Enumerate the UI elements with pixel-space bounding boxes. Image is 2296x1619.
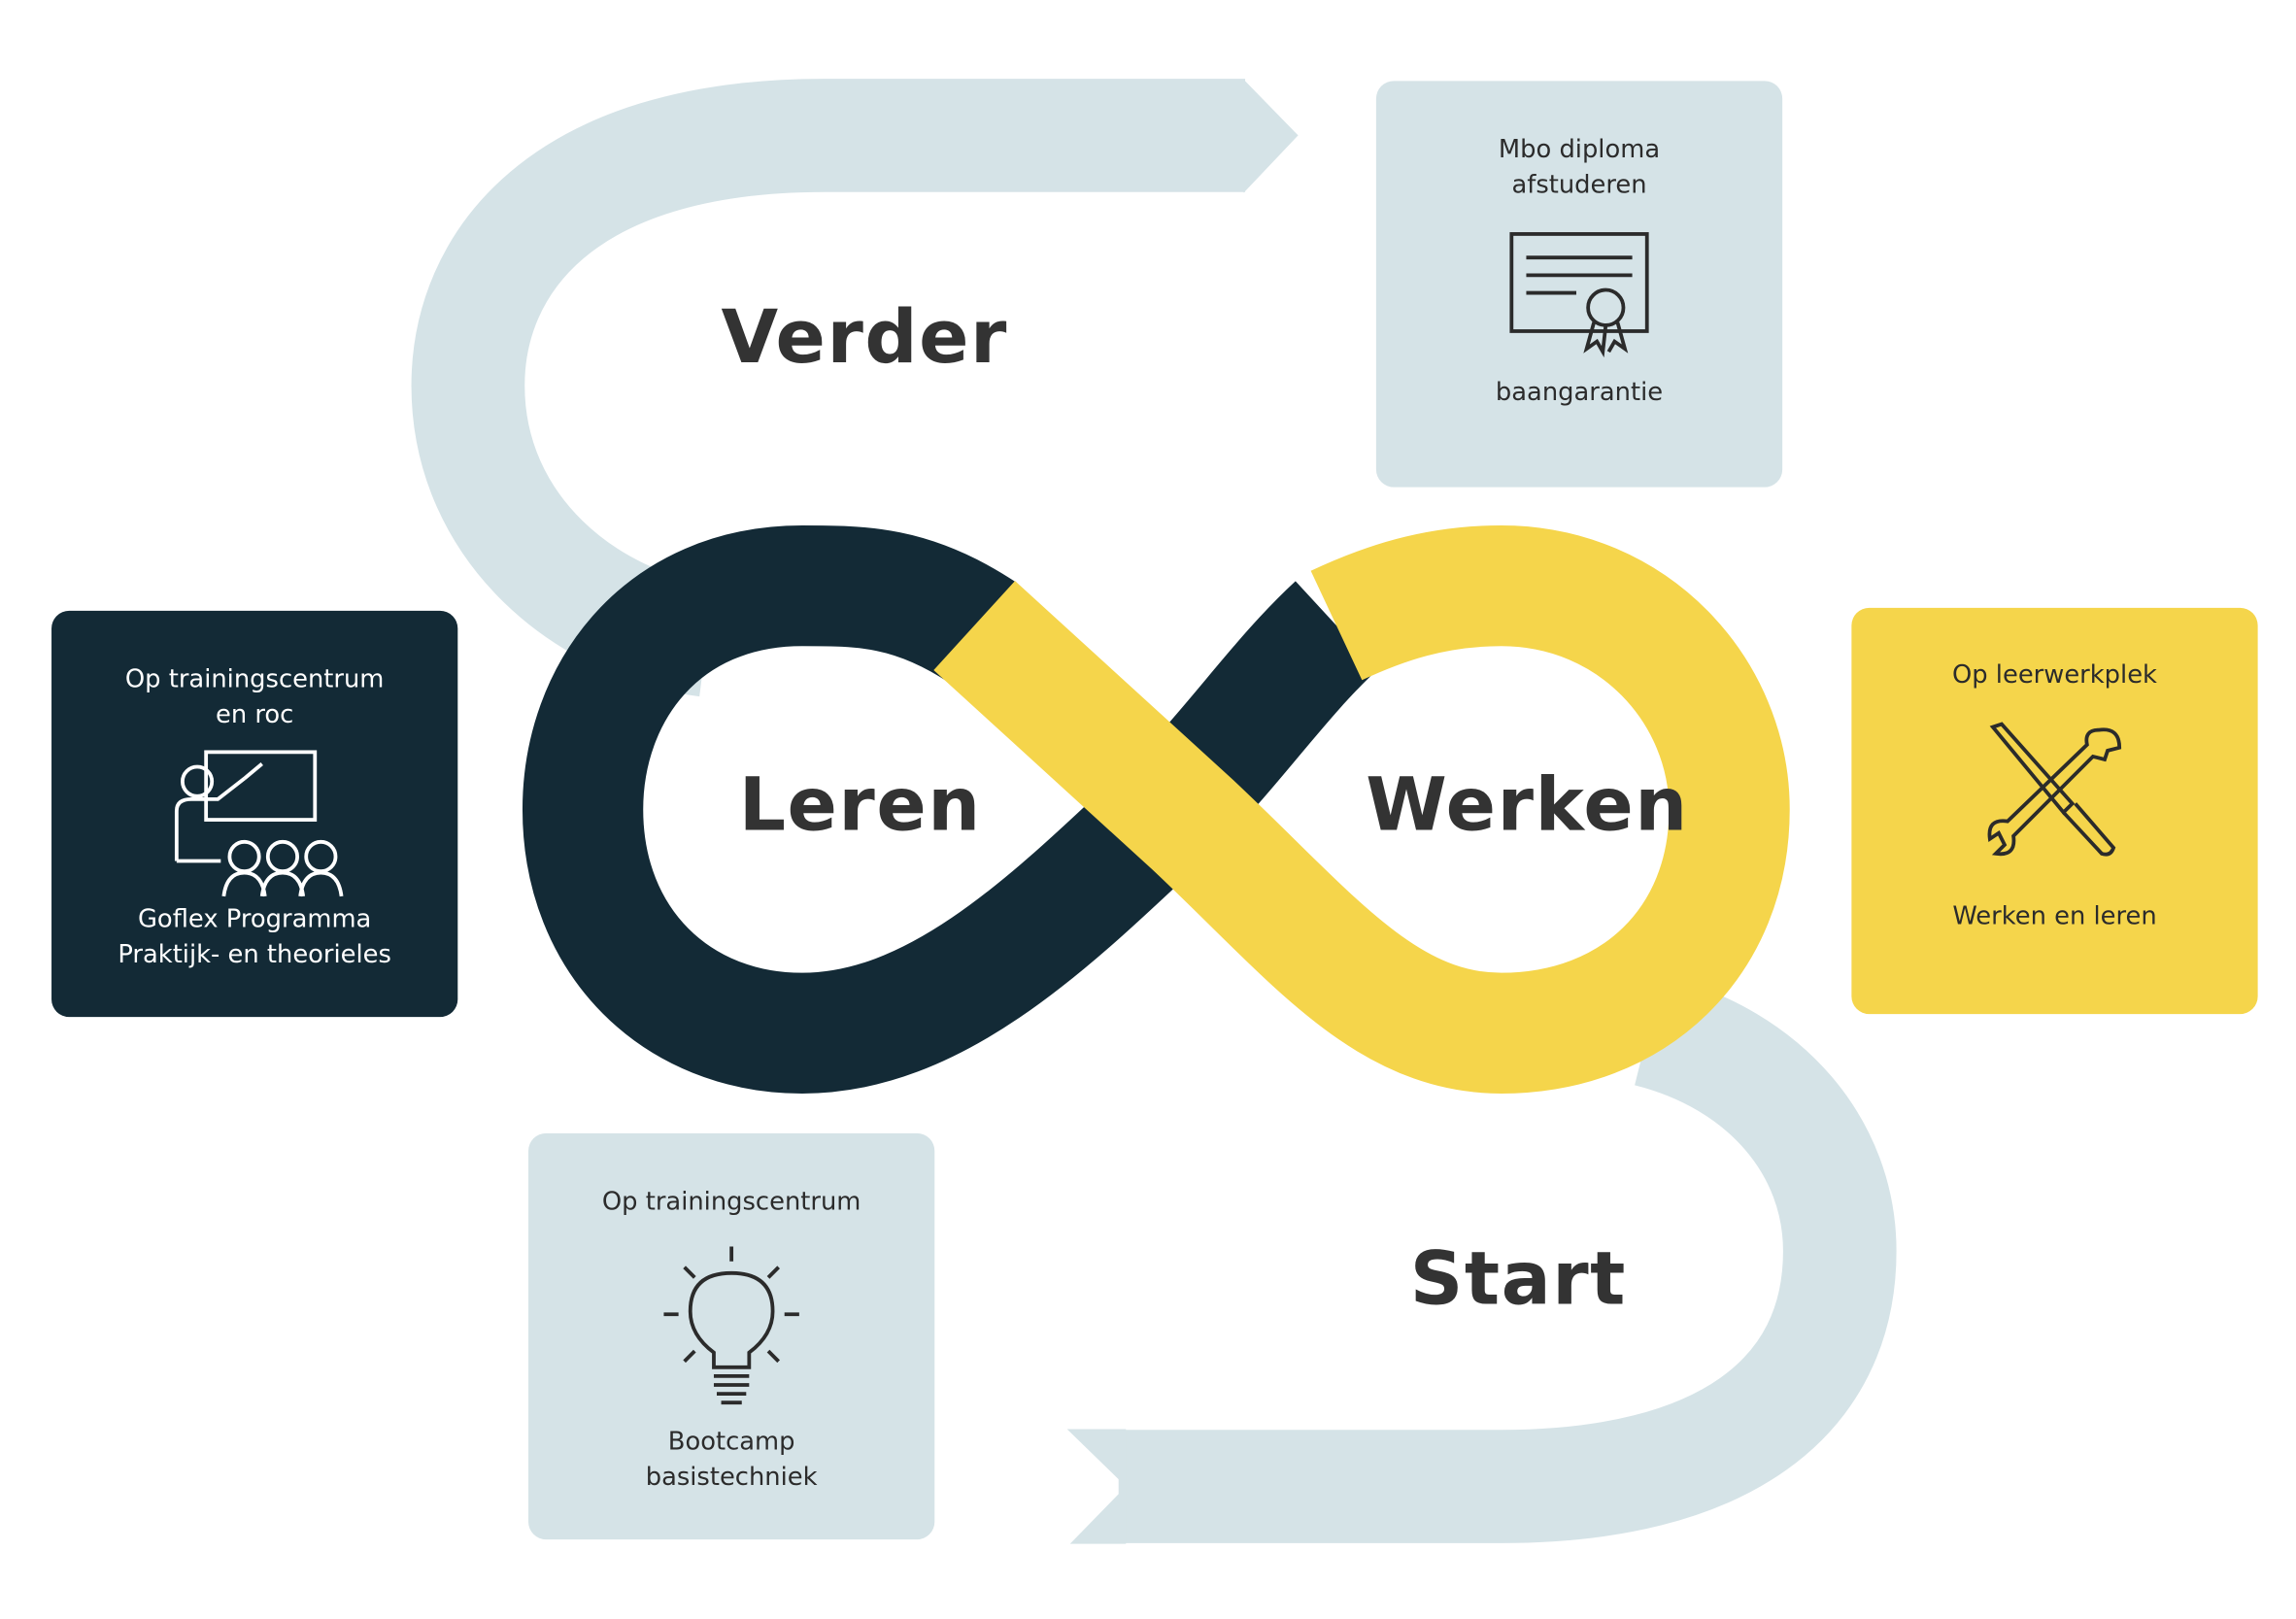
box-diploma: Mbo diploma afstuderen baangarantie: [1375, 81, 1783, 488]
arrow-head-icon: [1243, 79, 1299, 193]
tools-icon: [1987, 722, 2122, 857]
box-diploma-subtitle: baangarantie: [1495, 378, 1664, 408]
box-training: Op trainingscentrum en roc Goflex Progra…: [51, 610, 458, 1018]
box-workplace: Op leerwerkplek Werken en leren: [1851, 607, 2258, 1015]
path-band-top: [411, 79, 1246, 697]
label-verder: Verder: [721, 294, 1008, 380]
label-start: Start: [1409, 1235, 1627, 1322]
path-band-bottom: [1118, 975, 1897, 1543]
box-training-title: Op trainingscentrum en roc: [124, 664, 385, 730]
box-bootcamp-subtitle: Bootcamp basistechniek: [645, 1427, 818, 1493]
box-diploma-title: Mbo diploma afstuderen: [1498, 135, 1661, 201]
box-workplace-subtitle: Werken en leren: [1952, 901, 2157, 932]
classroom-teacher-icon: [174, 750, 344, 897]
arrow-tail-notch: [1066, 1429, 1127, 1544]
box-bootcamp-title: Op trainingscentrum: [601, 1187, 861, 1218]
box-training-subtitle: Goflex Programma Praktijk- en theorieles: [118, 904, 391, 970]
label-werken: Werken: [1366, 761, 1689, 848]
infinity-yellow-strand: [933, 524, 1790, 1094]
box-workplace-title: Op leerwerkplek: [1951, 660, 2157, 691]
box-bootcamp: Op trainingscentrum Bootcamp basistechni…: [528, 1132, 935, 1540]
certificate-icon: [1509, 232, 1649, 358]
lightbulb-icon: [663, 1246, 799, 1405]
label-leren: Leren: [738, 761, 982, 848]
